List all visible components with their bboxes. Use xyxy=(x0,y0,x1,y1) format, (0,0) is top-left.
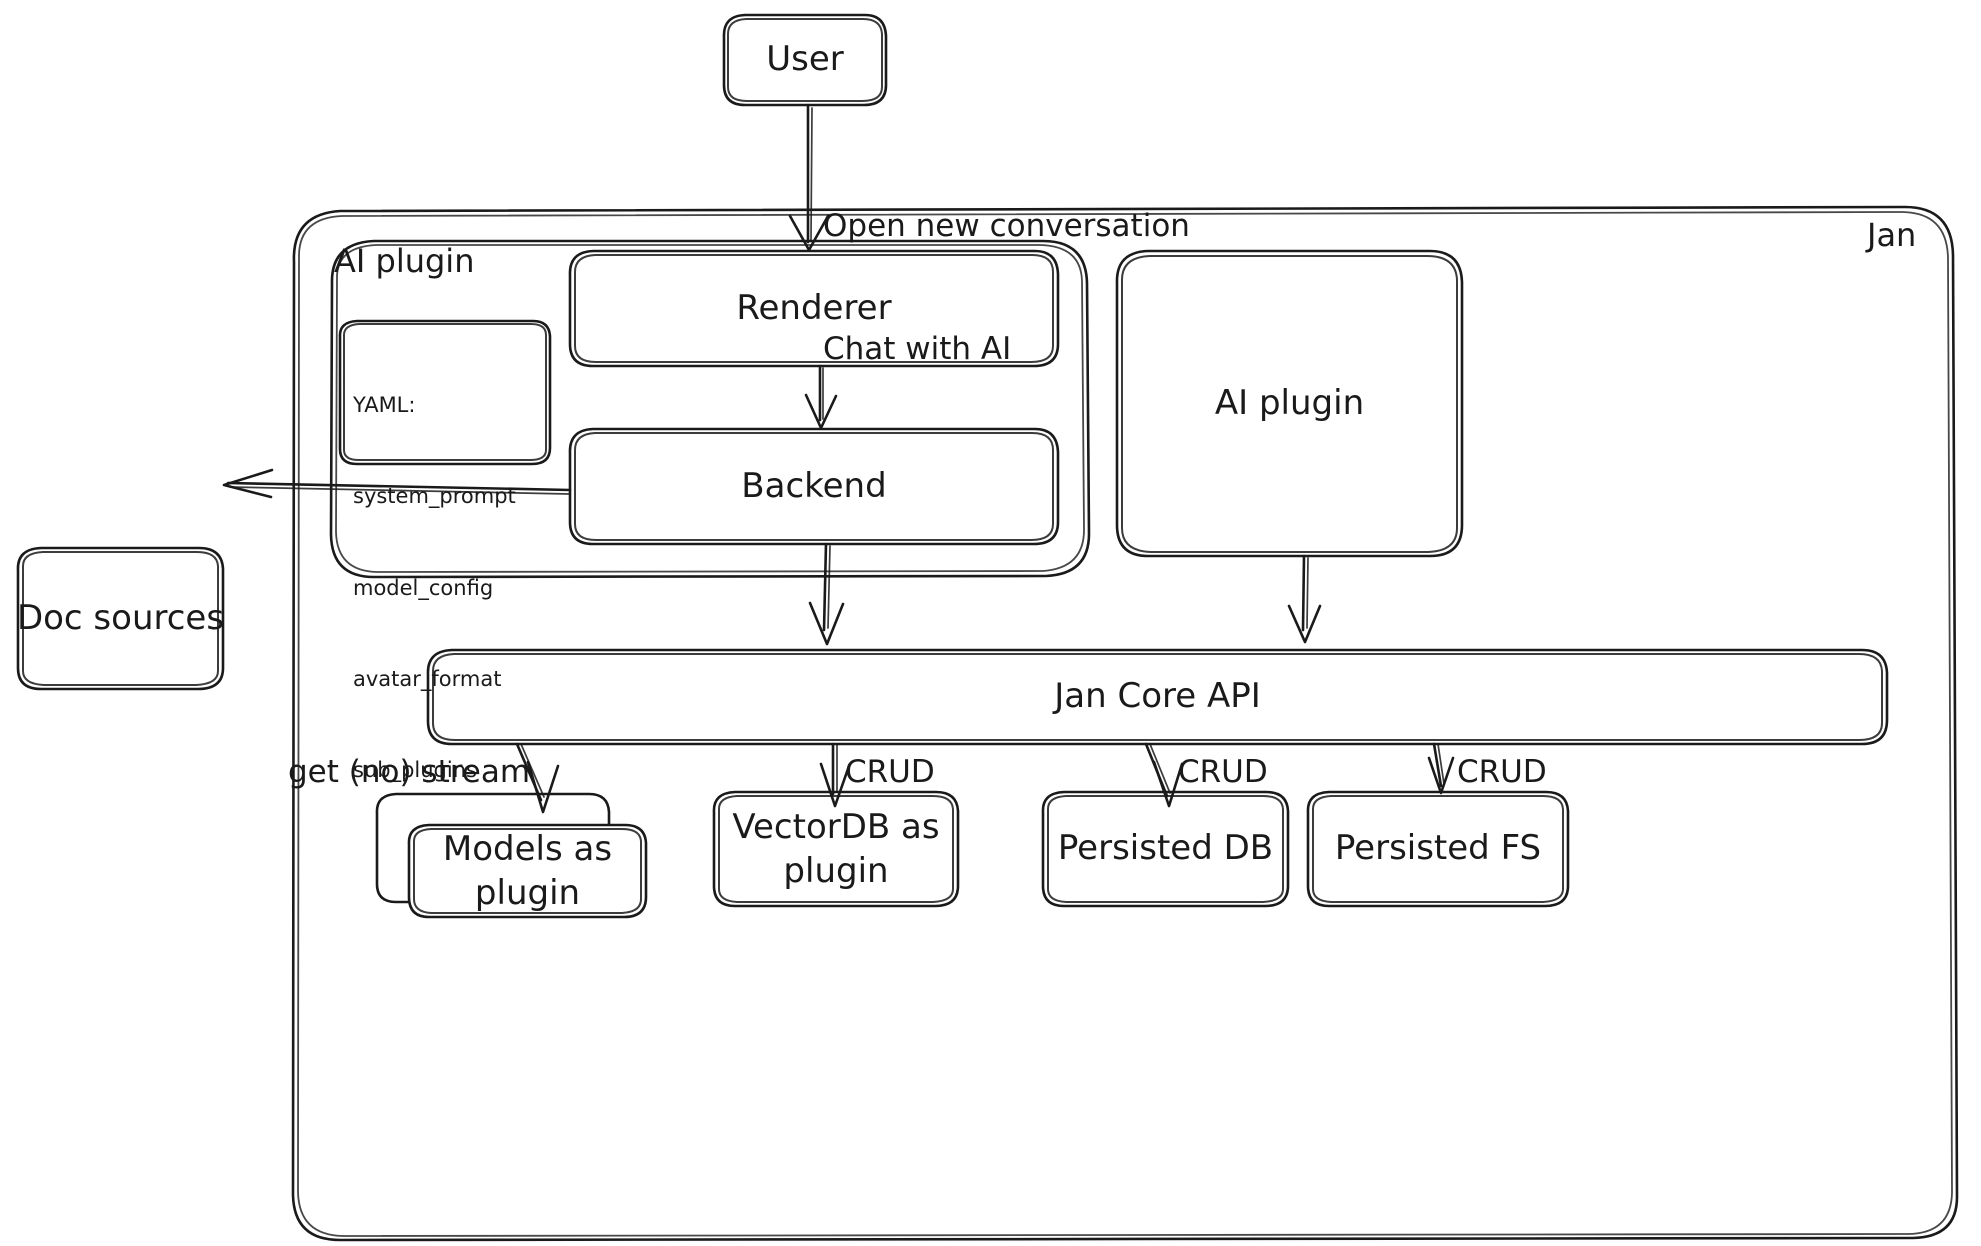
container-ai-plugin-group xyxy=(329,239,1091,579)
yaml-card-box xyxy=(338,319,552,466)
node-persisted-db-box xyxy=(1041,790,1290,908)
edge-ai-plugin-to-jan-core-api xyxy=(1287,554,1322,644)
edge-user-to-renderer xyxy=(788,103,830,252)
edge-jan-core-api-to-persisted-fs xyxy=(1427,742,1455,795)
node-doc-sources-box xyxy=(16,546,225,691)
node-renderer-box xyxy=(568,249,1060,368)
node-jan-core-api-box xyxy=(426,648,1889,746)
edge-jan-core-api-to-persisted-db xyxy=(1144,742,1184,808)
node-models-as-plugin-box xyxy=(407,823,648,919)
edge-backend-to-jan-core-api xyxy=(808,542,845,646)
node-user-box xyxy=(722,13,888,107)
edge-jan-core-api-to-vectordb xyxy=(819,742,851,808)
edge-renderer-to-backend xyxy=(804,364,838,430)
node-ai-plugin-right-box xyxy=(1115,249,1464,558)
container-jan xyxy=(291,205,1959,1242)
edge-jan-core-api-to-models xyxy=(515,742,560,814)
node-persisted-fs-box xyxy=(1306,790,1570,908)
node-backend-box xyxy=(568,427,1060,546)
edge-backend-to-doc-sources xyxy=(222,468,572,499)
node-vectordb-as-plugin-box xyxy=(712,790,960,908)
